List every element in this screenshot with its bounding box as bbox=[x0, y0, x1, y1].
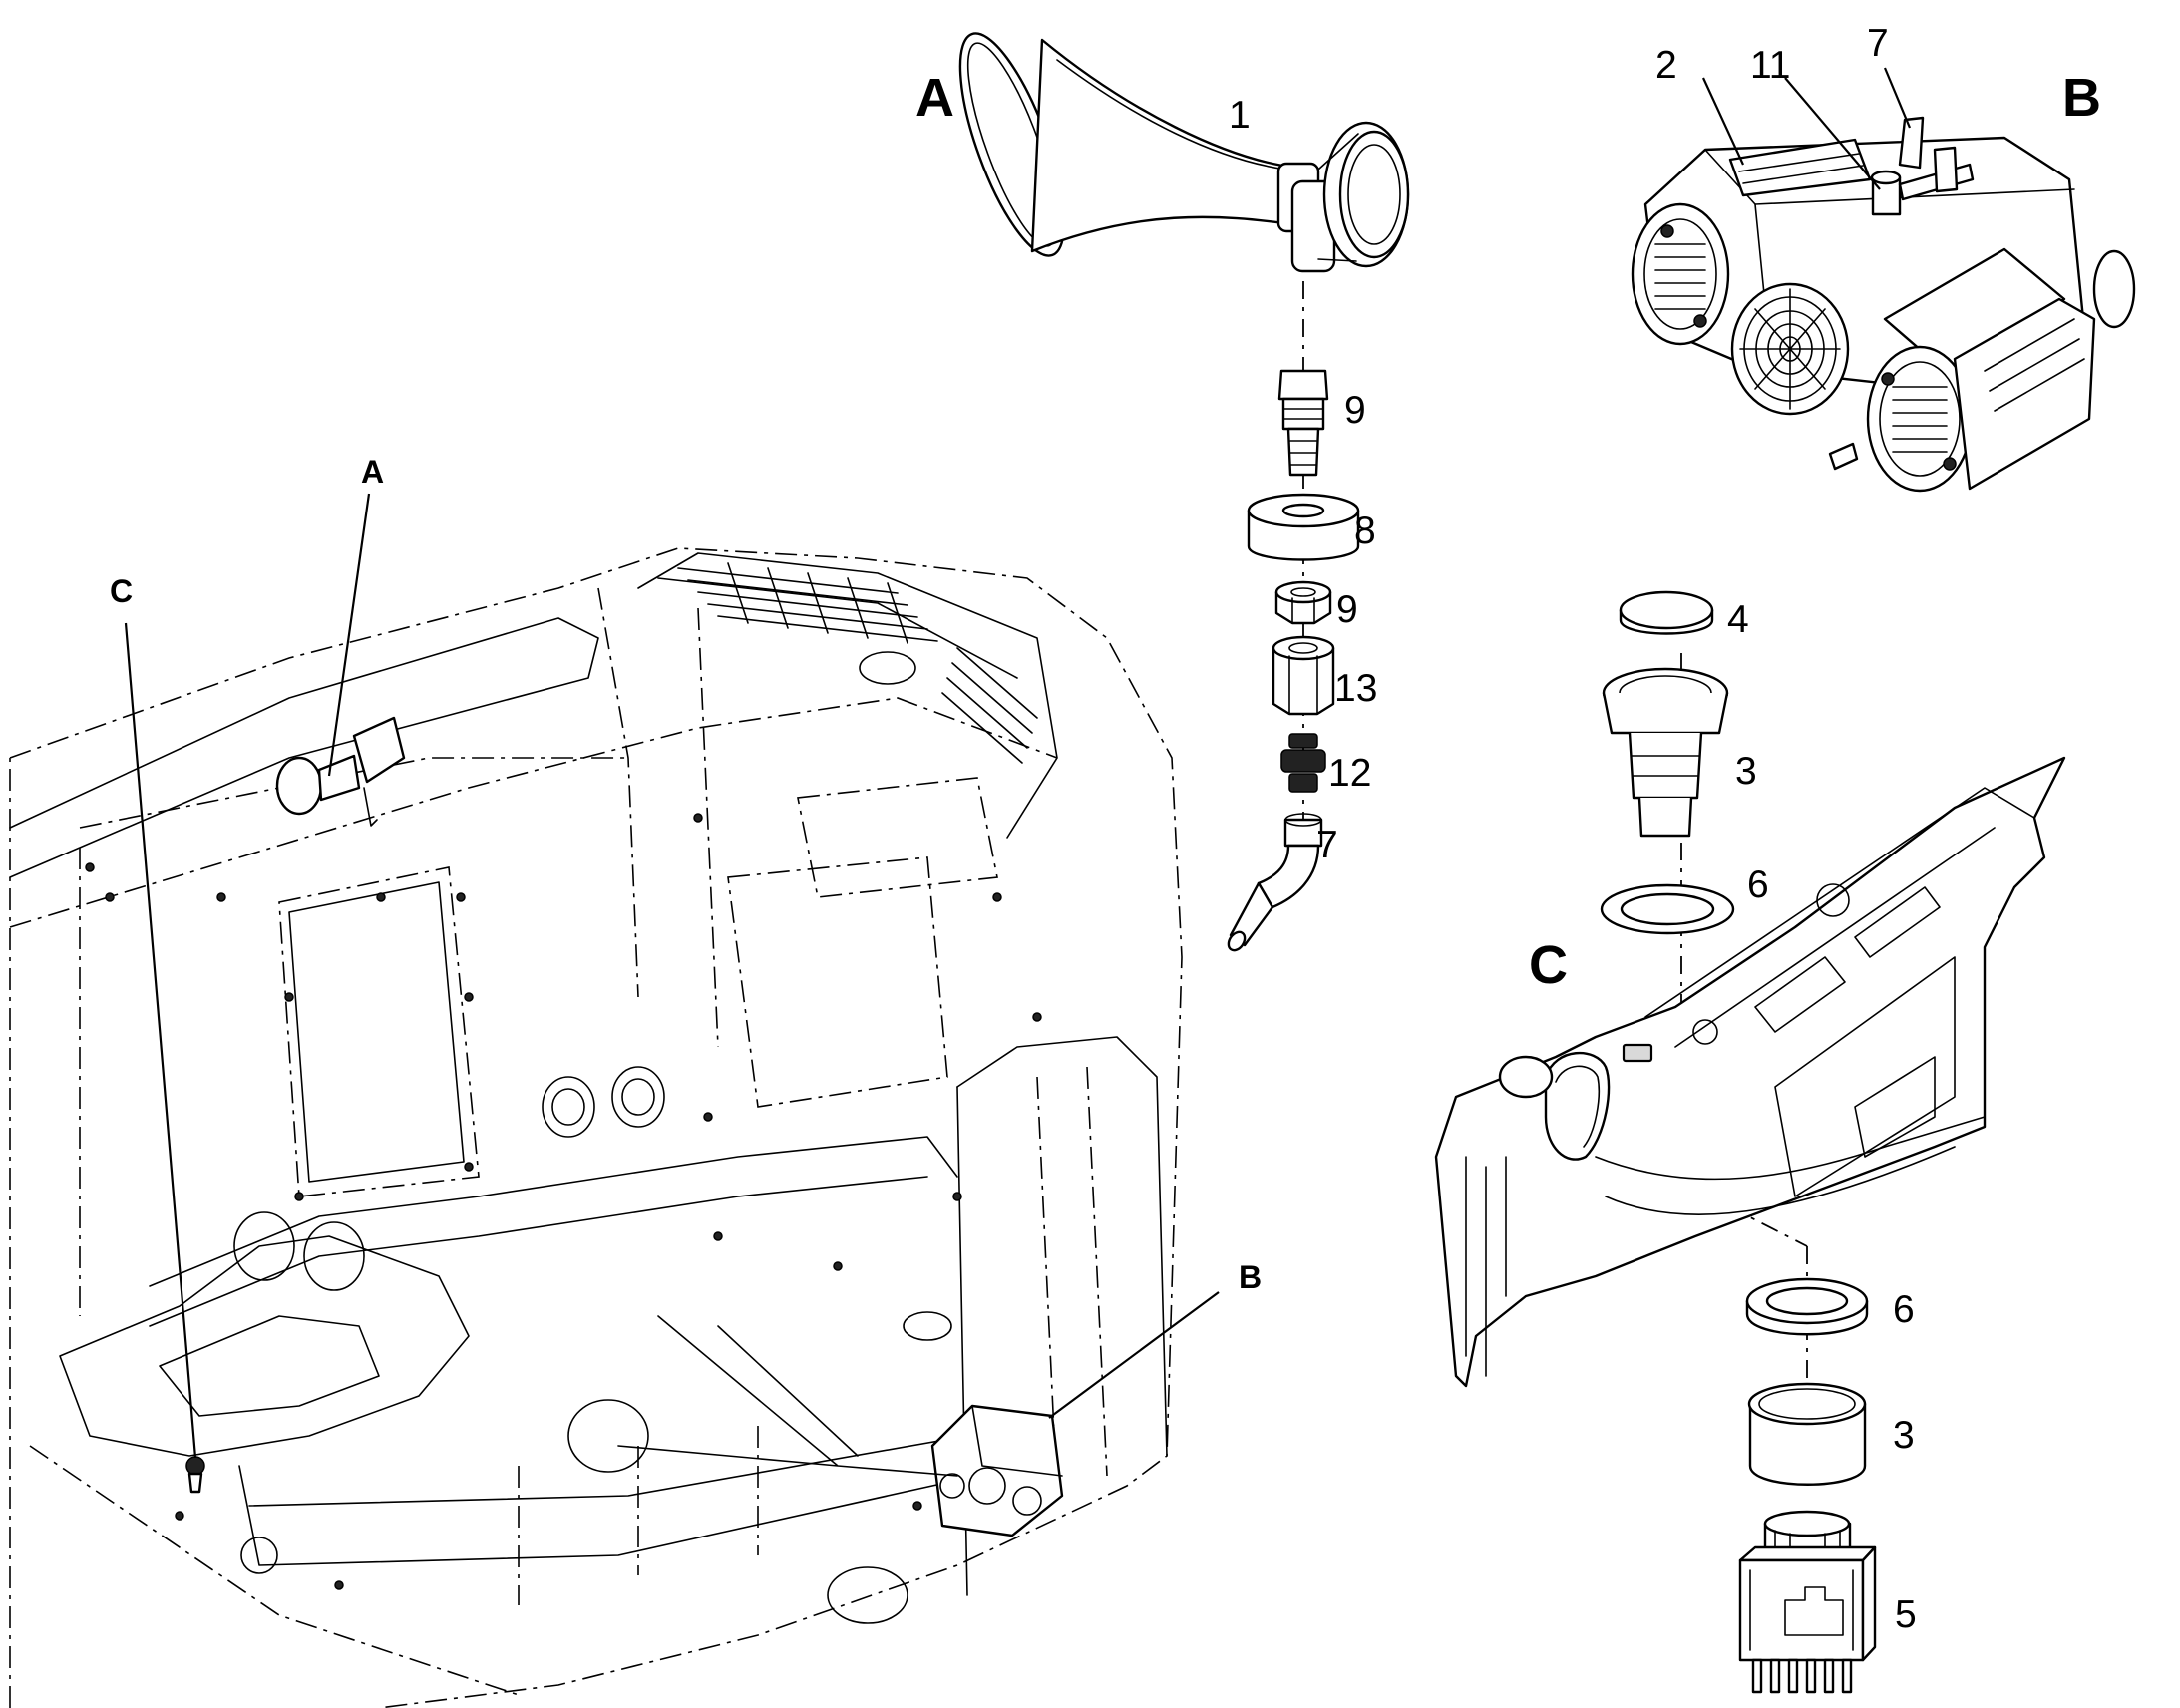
view-c-label: C bbox=[1529, 935, 1568, 995]
elbow-part-7 bbox=[1227, 813, 1323, 952]
part-number-c-3-lower: 3 bbox=[1893, 1414, 1915, 1457]
console-panel bbox=[1434, 756, 2066, 1388]
washer-part-8 bbox=[1247, 493, 1360, 561]
engine-hood-grille bbox=[677, 562, 1038, 764]
ring-nut-part-3-lower bbox=[1747, 1382, 1867, 1486]
part-number-c-3-upper: 3 bbox=[1735, 750, 1757, 793]
part-number-c-5: 5 bbox=[1895, 1593, 1917, 1636]
bezel-part-3-upper bbox=[1602, 667, 1729, 838]
cap-part-4 bbox=[1619, 590, 1714, 635]
callout-a: A bbox=[361, 454, 384, 490]
part-number-a-9-upper: 9 bbox=[1344, 389, 1366, 432]
horn-location-a bbox=[275, 716, 406, 827]
part-number-b-2: 2 bbox=[1655, 44, 1677, 87]
fitting-part-12 bbox=[1280, 733, 1326, 793]
part-number-c-6-upper: 6 bbox=[1747, 863, 1769, 906]
location-callouts: A C B bbox=[110, 454, 1262, 1459]
fitting-part-9-upper bbox=[1277, 369, 1329, 477]
nut-part-9 bbox=[1274, 580, 1332, 625]
callout-b: B bbox=[1239, 1259, 1262, 1295]
part-number-a-7: 7 bbox=[1316, 824, 1338, 866]
switch-body-part-5 bbox=[1738, 1510, 1877, 1694]
view-c-switch-assembly: C bbox=[1434, 590, 2066, 1694]
switch-location-c bbox=[185, 1456, 205, 1494]
seal-part-6-lower bbox=[1745, 1277, 1869, 1336]
machine-frame-overview bbox=[9, 547, 1183, 1708]
callout-c: C bbox=[110, 573, 133, 609]
horn-part-1 bbox=[958, 32, 1410, 273]
frame-bolts bbox=[85, 813, 1042, 1590]
nut-part-13 bbox=[1272, 635, 1335, 716]
view-b-compressor: B bbox=[1631, 22, 2136, 493]
frame-ports bbox=[233, 651, 952, 1624]
part-number-c-6-lower: 6 bbox=[1893, 1288, 1915, 1331]
view-a-horn-assembly: A bbox=[915, 32, 1410, 952]
view-a-label: A bbox=[915, 68, 954, 128]
compressor-location-b bbox=[930, 1404, 1064, 1537]
view-b-label: B bbox=[2062, 68, 2101, 128]
part-number-c-4: 4 bbox=[1727, 598, 1749, 641]
part-number-a-8: 8 bbox=[1354, 510, 1376, 552]
part-number-a-9-lower: 9 bbox=[1336, 588, 1358, 631]
part-number-a-12: 12 bbox=[1328, 752, 1371, 795]
part-number-b-7: 7 bbox=[1867, 22, 1889, 65]
part-number-a-1: 1 bbox=[1229, 94, 1251, 137]
part-number-b-11: 11 bbox=[1750, 44, 1791, 87]
seal-part-6-upper bbox=[1600, 883, 1735, 935]
part-number-a-13: 13 bbox=[1334, 667, 1377, 710]
